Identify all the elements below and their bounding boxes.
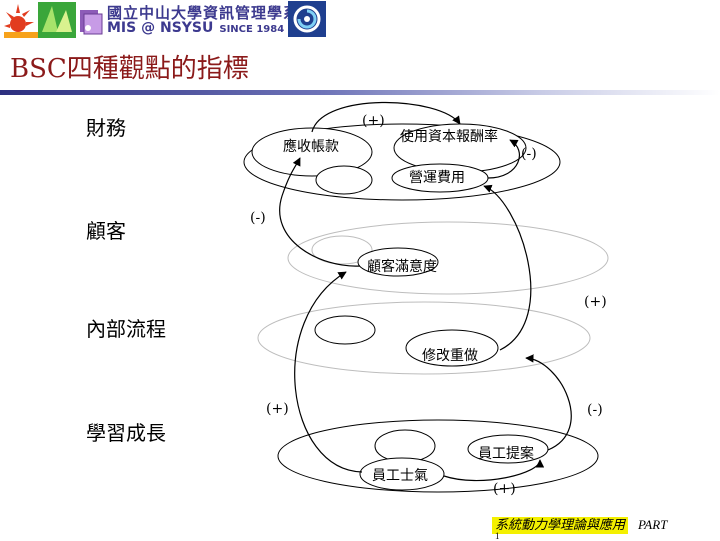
sign-morale-satisfaction: (+)	[266, 401, 289, 417]
arrow-satisfaction-to-receivables	[279, 157, 361, 267]
customer-inner-ellipse-1	[311, 235, 373, 265]
sign-satisfaction-receivables: (-)	[250, 210, 266, 226]
node-suggestions: 員工提案	[478, 446, 534, 462]
perspective-customer: 顧客	[86, 219, 126, 243]
arrow-opex-to-roce	[487, 139, 520, 179]
node-morale: 員工士氣	[372, 468, 428, 484]
node-satisfaction: 顧客滿意度	[367, 259, 437, 275]
title-divider	[0, 90, 720, 95]
node-receivables: 應收帳款	[283, 139, 339, 155]
sign-suggestions-rework: (-)	[587, 402, 603, 418]
sign-receivables-roce: (+)	[362, 113, 385, 129]
internal-inner-ellipse-1	[314, 315, 376, 345]
sign-rework-opex: (+)	[584, 294, 607, 310]
book-logo-icon	[80, 10, 103, 35]
financial-inner-ellipse-3	[315, 165, 373, 195]
org-name: 國立中山大學資訊管理學系	[107, 4, 300, 22]
learning-inner-ellipse-3	[359, 457, 445, 491]
arrow-morale-to-satisfaction	[294, 271, 363, 473]
perspective-learning: 學習成長	[86, 421, 166, 445]
node-rework: 修改重做	[422, 348, 478, 364]
page-title: BSC四種觀點的指標	[10, 54, 249, 84]
sun-logo-icon	[4, 2, 40, 38]
footer: 系統動力學理論與應用 PART	[492, 514, 668, 534]
page-number: 1	[495, 531, 500, 541]
arrow-receivables-to-roce	[311, 101, 461, 133]
sign-opex-roce: (-)	[521, 146, 537, 162]
arrow-morale-to-suggestions	[443, 459, 545, 482]
learning-inner-ellipse-1	[374, 429, 436, 463]
swirl-logo-icon	[288, 1, 326, 37]
node-opex: 營運費用	[409, 170, 465, 186]
org-subtitle: MIS @ NSYSU SINCE 1984	[107, 20, 284, 36]
perspective-financial: 財務	[86, 116, 126, 140]
footer-part: PART	[638, 517, 668, 532]
arrow-rework-to-opex	[483, 184, 532, 351]
customer-layer-ellipse	[287, 221, 609, 295]
footer-course-title: 系統動力學理論與應用	[492, 517, 629, 534]
green-leaf-logo-icon	[38, 2, 76, 38]
perspective-internal: 內部流程	[86, 317, 166, 341]
org-since: SINCE 1984	[219, 24, 285, 35]
node-roce: 使用資本報酬率	[400, 129, 498, 145]
sign-morale-suggestions: (+)	[493, 481, 516, 497]
internal-inner-ellipse-2	[405, 329, 499, 367]
financial-inner-ellipse-1	[251, 127, 373, 177]
org-abbrev: MIS @ NSYSU	[107, 20, 214, 36]
arrow-suggestions-to-rework	[525, 354, 572, 451]
learning-inner-ellipse-2	[467, 434, 549, 464]
customer-inner-ellipse-2	[357, 247, 439, 277]
